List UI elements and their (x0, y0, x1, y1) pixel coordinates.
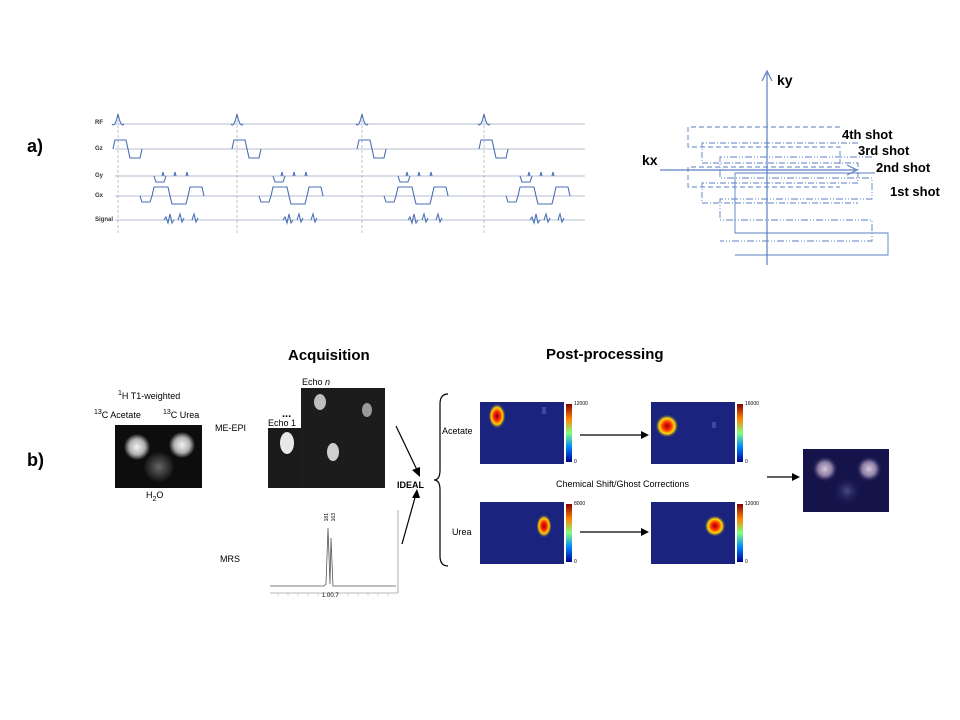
colorbar-4 (737, 504, 743, 562)
panel-b-label: b) (27, 450, 44, 470)
gy-gradient (153, 171, 189, 183)
corrections-label: Chemical Shift/Ghost Corrections (556, 479, 690, 489)
anatomy-image (115, 425, 202, 488)
colorbar-4-min: 0 (745, 559, 748, 565)
gx-gradient (139, 186, 205, 205)
echo-n-image (301, 388, 385, 488)
colorbar-2 (737, 404, 743, 462)
signal-label: Signal (95, 217, 114, 223)
colorbar-3-min: 0 (574, 559, 577, 565)
echo-1-label: Echo 1 (268, 418, 297, 428)
me-epi-label: ME-EPI (215, 423, 247, 433)
rf-pulse (230, 113, 244, 126)
acetate-phantom-label: 13C Acetate (94, 409, 141, 420)
acetate-corrected-map (651, 402, 735, 464)
acetate-raw-map (480, 402, 564, 464)
pulse-sequence-diagram (111, 113, 585, 235)
gz-gradient (112, 139, 143, 159)
colorbar-1-min: 0 (574, 459, 577, 465)
processing-arrows (580, 431, 800, 536)
urea-corrected-map (651, 502, 735, 564)
gx-gradient (505, 186, 571, 205)
gy-gradient (272, 171, 308, 183)
shot-2-label: 2nd shot (876, 160, 931, 175)
gz-gradient (231, 139, 262, 159)
colorbar-2-max: 16000 (745, 401, 759, 407)
fused-overlay-image (803, 449, 889, 512)
colorbar-1-max: 12000 (574, 401, 588, 407)
urea-raw-map (480, 502, 564, 564)
mrs-label: MRS (220, 554, 240, 564)
colorbar-2-min: 0 (745, 459, 748, 465)
gz-gradient (478, 139, 509, 159)
colorbar-4-max: 12000 (745, 501, 759, 507)
colorbar-3-max: 8000 (574, 501, 586, 507)
gx-gradient (383, 186, 449, 205)
signal-echoes (163, 212, 199, 226)
urea-phantom-label: 13C Urea (163, 409, 200, 420)
mrs-peak-1-label: 181 (324, 513, 330, 522)
kx-label: kx (642, 152, 658, 168)
shot-4-label: 4th shot (842, 127, 893, 142)
echo-ellipsis: ... (282, 408, 292, 420)
gz-gradient (356, 139, 387, 159)
ky-label: ky (777, 72, 793, 88)
ideal-label: IDEAL (397, 480, 424, 490)
gy-gradient (519, 171, 555, 183)
colorbar-1 (566, 404, 572, 462)
mrs-spectrum (270, 510, 399, 596)
ideal-arrows (395, 425, 420, 545)
anatomy-title: 1H T1-weighted (118, 390, 181, 401)
shot-1-label: 1st shot (890, 184, 940, 199)
acetate-row-label: Acetate (442, 426, 473, 436)
rf-pulse (111, 113, 125, 126)
urea-row-label: Urea (452, 527, 472, 537)
acquisition-title: Acquisition (288, 347, 370, 364)
gy-label: Gy (95, 173, 104, 179)
gx-label: Gx (95, 193, 104, 199)
water-phantom-label: H2O (146, 490, 164, 503)
echo-n-label: Echo n (302, 377, 331, 387)
rf-pulse (355, 113, 369, 126)
gx-gradient (258, 186, 324, 205)
rf-pulse (477, 113, 491, 126)
panel-a-label: a) (27, 136, 44, 156)
postprocessing-title: Post-processing (546, 346, 664, 363)
mrs-peak-2-label: 163 (331, 513, 337, 522)
gy-gradient (397, 171, 433, 183)
gz-label: Gz (95, 146, 103, 152)
kspace-trajectory (660, 69, 889, 265)
mrs-axis-value: 1.00.7 (322, 593, 339, 599)
colorbar-3 (566, 504, 572, 562)
post-processing-brace (433, 393, 449, 567)
signal-echoes (529, 212, 565, 226)
signal-echoes (407, 212, 443, 226)
signal-echoes (282, 212, 318, 226)
shot-3-label: 3rd shot (858, 143, 910, 158)
rf-label: RF (95, 120, 103, 126)
